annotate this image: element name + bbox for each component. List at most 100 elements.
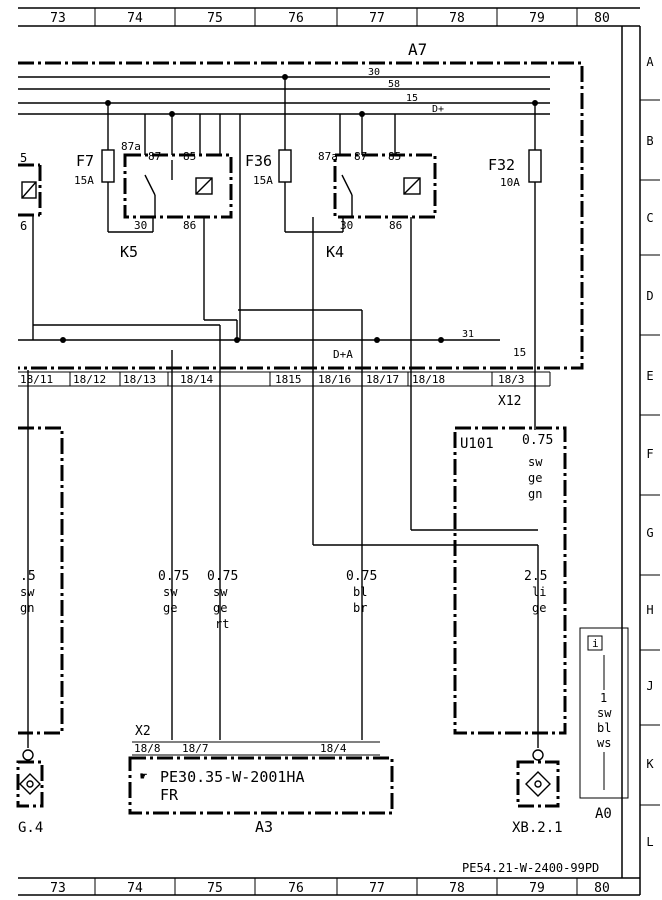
- legend-color1: sw: [597, 706, 612, 720]
- legend-a0-label: A0: [595, 806, 612, 822]
- wire-w1-size: 0.75: [158, 569, 189, 584]
- fuse-f36-rating: 15A: [253, 174, 273, 187]
- legend-value: 1: [600, 691, 607, 705]
- legend-color3: ws: [597, 736, 611, 750]
- fuse-f32-rating: 10A: [500, 176, 520, 189]
- row-label: E: [646, 369, 653, 383]
- col-label: 76: [288, 11, 304, 26]
- col-label: 73: [50, 11, 66, 26]
- wire-left-color1: sw: [20, 585, 35, 599]
- module-left-partial: .5 sw gn: [18, 426, 64, 735]
- module-a7: A7: [18, 40, 584, 370]
- k4-pin-85: 85: [388, 150, 401, 163]
- col-label: 74: [127, 11, 143, 26]
- module-u101: U101 0.75 sw ge gn: [453, 426, 567, 735]
- fuse-f7: F7 15A: [74, 103, 154, 233]
- connector-x2: X2 18/8 18/7 18/4: [132, 724, 380, 756]
- x12-pin: 1815: [275, 373, 302, 386]
- wire-w5-color3: gn: [528, 487, 542, 501]
- diamond-icon: [19, 773, 41, 795]
- x12-pin: 18/11: [20, 373, 53, 386]
- col-label: 79: [529, 11, 545, 26]
- k5-pin-85: 85: [183, 150, 196, 163]
- row-label: G: [646, 526, 653, 540]
- relay-k5: 87a 87 85 30 86 K5: [120, 114, 238, 340]
- bus-15-label: 15: [406, 93, 418, 104]
- interconnect-wires: [27, 114, 539, 748]
- drawing-frame: [18, 7, 660, 896]
- k4-pin-86: 86: [389, 219, 402, 232]
- wire-w4-size: 2.5: [524, 569, 547, 584]
- wire-w5-size: 0.75: [522, 433, 553, 448]
- module-u101-label: U101: [460, 436, 494, 452]
- col-label: 75: [207, 11, 223, 26]
- col-label: 78: [449, 11, 465, 26]
- wire-w3-color2: br: [353, 601, 367, 615]
- wire-w1-color1: sw: [163, 585, 178, 599]
- x12-pin: 18/18: [412, 373, 445, 386]
- bus-dplus-label: D+: [432, 104, 444, 115]
- ground-xb21: XB.2.1: [512, 749, 563, 836]
- wire-w2-size: 0.75: [207, 569, 238, 584]
- x12-pin: 18/14: [180, 373, 213, 386]
- wire-w2-color1: sw: [213, 585, 228, 599]
- module-a3-fr: FR: [160, 786, 179, 804]
- k5-pin-86: 86: [183, 219, 196, 232]
- x12-pin: 18/16: [318, 373, 351, 386]
- module-a3-doc: PE30.35-W-2001HA: [160, 768, 305, 786]
- row-label: K: [646, 757, 654, 771]
- bus-31-label: 31: [462, 329, 474, 340]
- fuse-left-top-pin: 5: [20, 151, 27, 165]
- row-label: J: [646, 679, 653, 693]
- col-label: 78: [449, 881, 465, 896]
- wire-w2-color2: ge: [213, 601, 227, 615]
- relay-k4: 87a 87 85 30 86 K4: [318, 114, 538, 531]
- bus-58-label: 58: [388, 79, 400, 90]
- x2-pin: 18/4: [320, 742, 347, 755]
- connector-x12-label: X12: [498, 394, 521, 409]
- diamond-icon: [525, 771, 551, 797]
- power-buses: 30 58 15 D+ 31 D+A 15: [18, 67, 550, 361]
- document-reference: PE54.21-W-2400-99PD: [462, 861, 599, 875]
- fuse-f32: F32 10A: [488, 103, 542, 430]
- module-a7-label: A7: [408, 40, 427, 59]
- bus-dplusa-label: D+A: [333, 348, 353, 361]
- ground-xb21-label: XB.2.1: [512, 820, 563, 836]
- module-a3: ☛ PE30.35-W-2001HA FR A3: [128, 756, 394, 836]
- legend-a0: i 1 sw bl ws A0: [579, 627, 629, 822]
- row-label: C: [646, 211, 653, 225]
- wire-w2-color3: rt: [215, 617, 229, 631]
- legend-color2: bl: [597, 721, 611, 735]
- row-label: H: [646, 603, 653, 617]
- connector-x12: 18/11 18/12 18/13 18/14 1815 18/16 18/17…: [18, 371, 551, 409]
- wire-w5-color2: ge: [528, 471, 542, 485]
- col-label: 76: [288, 881, 304, 896]
- column-labels: 73 74 75 76 77 78 79 80 73 74 75 76 77 7…: [50, 11, 610, 896]
- fuse-f36: F36 15A: [245, 77, 344, 233]
- wire-labels: 0.75 sw ge 0.75 sw ge rt 0.75 bl br 2.5 …: [158, 569, 547, 631]
- ground-g4-label: G.4: [18, 820, 43, 836]
- wire-left-color2: gn: [20, 601, 34, 615]
- col-label: 75: [207, 881, 223, 896]
- wire-w4-color1: li: [532, 585, 546, 599]
- wire-left-size: .5: [20, 569, 36, 584]
- fuse-f7-name: F7: [76, 152, 94, 170]
- bus-15b-label: 15: [513, 346, 526, 359]
- k5-pin-30: 30: [134, 219, 147, 232]
- wire-w3-color1: bl: [353, 585, 367, 599]
- col-label: 77: [369, 11, 385, 26]
- x2-pin: 18/8: [134, 742, 161, 755]
- x2-pin: 18/7: [182, 742, 209, 755]
- module-a3-label: A3: [255, 818, 273, 836]
- k4-pin-87: 87: [354, 150, 367, 163]
- wire-w1-color2: ge: [163, 601, 177, 615]
- wire-w3-size: 0.75: [346, 569, 377, 584]
- col-label: 80: [594, 881, 610, 896]
- fuse-left-bottom-pin: 6: [20, 219, 27, 233]
- k4-pin-30: 30: [340, 219, 353, 232]
- relay-k4-name: K4: [326, 243, 344, 261]
- row-label: D: [646, 289, 653, 303]
- row-label: L: [646, 835, 653, 849]
- row-label: B: [646, 134, 653, 148]
